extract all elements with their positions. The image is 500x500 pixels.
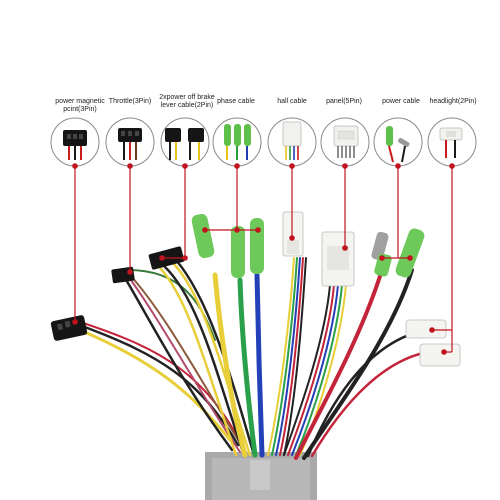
connector-power-green-icon (386, 126, 393, 146)
label-line: Throttle(3Pin) (108, 98, 152, 105)
label-hall: hall cable (266, 98, 318, 106)
label-line: headlight(2Pin) (429, 98, 477, 105)
label-line: 2xpower off brake (159, 94, 215, 101)
label-phase: phase cable (210, 98, 262, 106)
label-line: power magnetic (55, 98, 105, 105)
thumb-hall (267, 117, 317, 167)
label-line: lever cable(2Pin) (160, 102, 214, 109)
label-line: power cable (382, 98, 420, 105)
connector-power (371, 228, 425, 278)
connector-headlight (405, 319, 461, 367)
connector-hall-white-icon (282, 121, 302, 147)
connector-phase (191, 213, 264, 278)
pointer-lines (72, 163, 455, 355)
label-throttle: Throttle(3Pin) (100, 98, 160, 106)
thumb-power-magnetic (50, 117, 100, 167)
label-panel: panel(5Pin) (316, 98, 372, 106)
thumb-phase (212, 117, 262, 167)
connector-panel (321, 231, 355, 287)
thumb-headlight (427, 117, 477, 167)
label-headlight: headlight(2Pin) (422, 98, 484, 106)
label-line: pcint(3Pin) (63, 106, 97, 113)
connector-2x2pin-black-icon (165, 128, 181, 142)
label-line: panel(5Pin) (326, 98, 362, 105)
connector-power-magnetic (50, 315, 88, 341)
thumb-panel (320, 117, 370, 167)
label-line: phase cable (217, 98, 255, 105)
label-line: hall cable (277, 98, 307, 105)
label-power-magnetic: power magnetic pcint(3Pin) (48, 98, 112, 114)
thumb-brake (160, 117, 210, 167)
thumb-throttle (105, 117, 155, 167)
label-power: power cable (374, 98, 428, 106)
connector-bullet-green-icon (224, 124, 231, 146)
controller-box (205, 452, 317, 500)
thumb-power (373, 117, 423, 167)
connector-brake (148, 246, 185, 270)
wire-bundle (78, 257, 430, 460)
label-brake: 2xpower off brake lever cable(2Pin) (150, 94, 224, 110)
connector-hall (282, 211, 304, 257)
